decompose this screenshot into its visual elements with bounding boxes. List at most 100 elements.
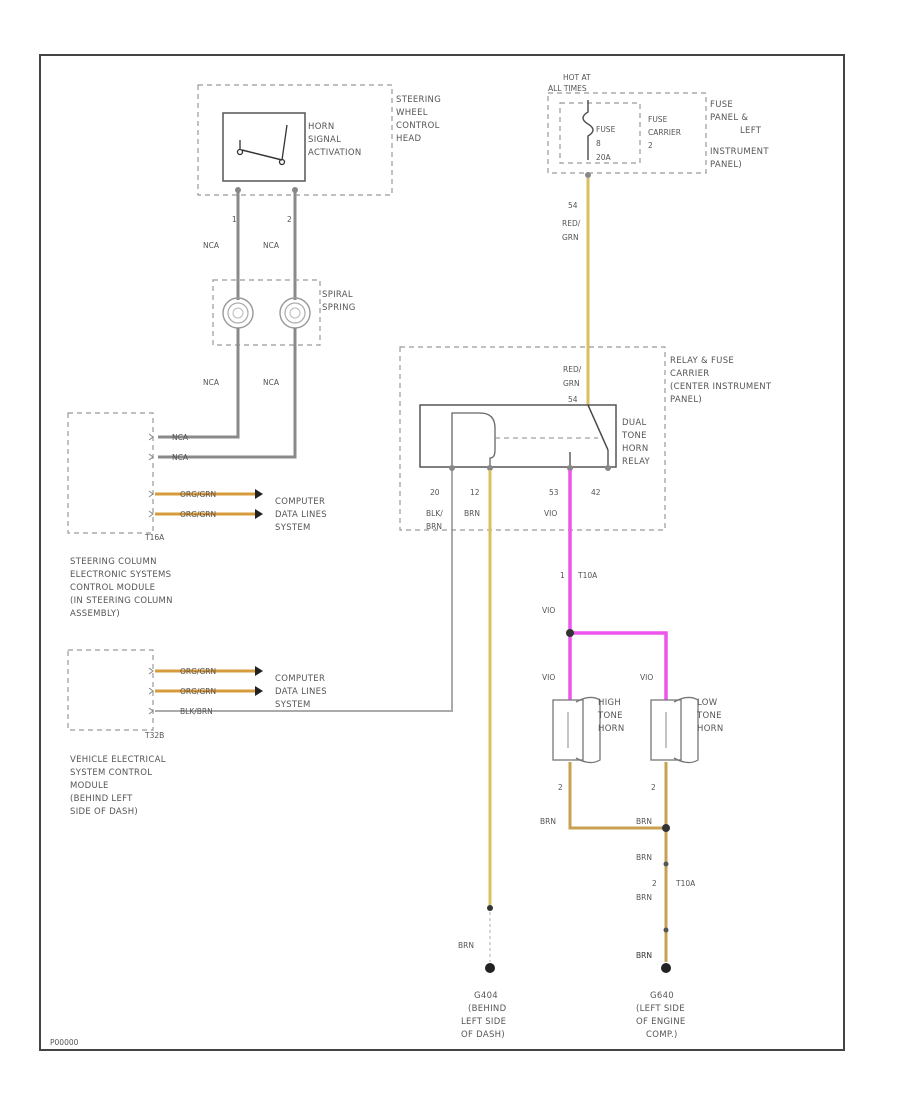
column-data-lines-2: DATA LINES <box>275 510 327 520</box>
spiral-spring-label-1: SPIRAL <box>322 290 353 300</box>
relay-pin-20: 20 <box>430 488 440 497</box>
relay-pin20-terminal <box>449 465 455 471</box>
left-ground-label-4: OF DASH) <box>461 1030 505 1040</box>
t10a-connector: T10A <box>675 879 696 888</box>
low-horn-wire-label: VIO <box>640 673 653 682</box>
relay-body <box>419 404 617 468</box>
relay-label-4: RELAY <box>622 457 651 467</box>
column-module-label-5: ASSEMBLY) <box>70 609 120 619</box>
fuse-carrier-label-1: FUSE <box>648 115 668 124</box>
left-ground-label-1: G404 <box>474 991 498 1001</box>
ground-brn-label: BRN <box>636 853 652 862</box>
column-pin-1 <box>148 433 154 441</box>
fuse-panel-label-3: LEFT <box>740 126 762 136</box>
relay-pin20-wire-1: BLK/ <box>426 509 443 518</box>
hot-at-label-2: ALL TIMES <box>548 84 587 93</box>
relay-carrier-label-1: RELAY & FUSE <box>670 356 734 366</box>
low-tone-label-1: LOW <box>697 698 718 708</box>
horns-ground-wires <box>568 762 668 962</box>
right-ground-label-2: (LEFT SIDE <box>636 1004 685 1014</box>
left-ground-point <box>485 963 495 973</box>
switch-to-spiral-wires <box>236 188 297 300</box>
vehicle-pin-1 <box>148 667 154 675</box>
spiral-spring-label: SPIRAL SPRING <box>322 290 356 313</box>
relay-input-wire-1: RED/ <box>563 365 582 374</box>
horn-switch-label-3: ACTIVATION <box>308 148 361 158</box>
horn-switch-pin2: 2 <box>287 215 292 224</box>
right-ground-label-1: G640 <box>650 991 674 1001</box>
vehicle-module-connector: T32B <box>144 731 164 740</box>
column-wire-2-label: NCA <box>172 453 189 462</box>
spiral-spring-label-2: SPRING <box>322 303 356 313</box>
relay-coil <box>451 412 496 467</box>
high-tone-horn-body <box>552 699 584 761</box>
fuse-output-terminal <box>585 172 591 178</box>
t10a-terminal-top <box>663 861 669 867</box>
spiral-coil-left-core <box>232 307 244 319</box>
vehicle-data-lines-2: DATA LINES <box>275 687 327 697</box>
relay-pin12-wire: BRN <box>464 509 480 518</box>
high-tone-label-1: HIGH <box>598 698 621 708</box>
vehicle-pin-3 <box>148 707 154 715</box>
switch-wire-left-label: NCA <box>203 241 220 250</box>
control-head-label-2: WHEEL <box>396 108 428 118</box>
control-head-label-3: CONTROL <box>396 121 440 131</box>
relay-pin12-terminal <box>487 465 493 471</box>
fuse-panel-label-5: PANEL) <box>710 160 742 170</box>
control-head-label-1: STEERING <box>396 95 441 105</box>
spiral-wire-right <box>158 328 297 459</box>
fuse-carrier-box <box>559 102 641 164</box>
right-ground-point <box>661 963 671 973</box>
spiral-spring: SPIRAL SPRING <box>212 279 356 346</box>
column-pin-3 <box>148 490 154 498</box>
column-data-wire-2-label: ORG/GRN <box>180 510 216 519</box>
fuse-symbol <box>582 100 594 160</box>
hot-at-label-1: HOT AT <box>563 73 591 82</box>
relay-carrier-label-2: CARRIER <box>670 369 709 379</box>
vehicle-pin-2 <box>148 687 154 695</box>
column-wire-1-label: NCA <box>172 433 189 442</box>
fuse-output-wire-label: RED/GRN <box>562 219 581 242</box>
spiral-wire-left <box>158 328 240 439</box>
relay-carrier-label-3: (CENTER INSTRUMENT <box>670 382 772 392</box>
column-data-arrow-1 <box>255 489 263 499</box>
right-ground-wire-label: BRN <box>636 951 652 960</box>
relay-fuse-carrier-box <box>399 346 666 531</box>
high-tone-label-2: TONE <box>597 711 623 721</box>
pink-wire-top-label: VIO <box>542 606 555 615</box>
vehicle-data-lines-3: SYSTEM <box>275 700 311 710</box>
horn-switch-pin1: 1 <box>232 215 237 224</box>
fuse-panel-box <box>547 92 707 174</box>
low-tone-label-3: HORN <box>697 724 724 734</box>
column-module-label-4: (IN STEERING COLUMN <box>70 596 173 606</box>
pink-splice <box>566 629 574 637</box>
horn-signal-switch-box <box>222 112 306 182</box>
relay-label-2: TONE <box>621 431 647 441</box>
switch-actuator-top <box>281 124 288 161</box>
relay-to-horns-wire <box>568 470 668 700</box>
high-horn-wire-label: VIO <box>542 673 555 682</box>
vehicle-data-wire-2-label: ORG/GRN <box>180 687 216 696</box>
column-data-arrow-2 <box>255 509 263 519</box>
column-module-label-3: CONTROL MODULE <box>70 583 155 593</box>
column-data-lines-1: COMPUTER <box>275 497 325 507</box>
vehicle-module-label-5: SIDE OF DASH) <box>70 807 138 817</box>
left-ground-wire-label: BRN <box>458 941 474 950</box>
relay-pin53-wire: VIO <box>544 509 557 518</box>
low-tone-horn-bell <box>673 696 699 764</box>
